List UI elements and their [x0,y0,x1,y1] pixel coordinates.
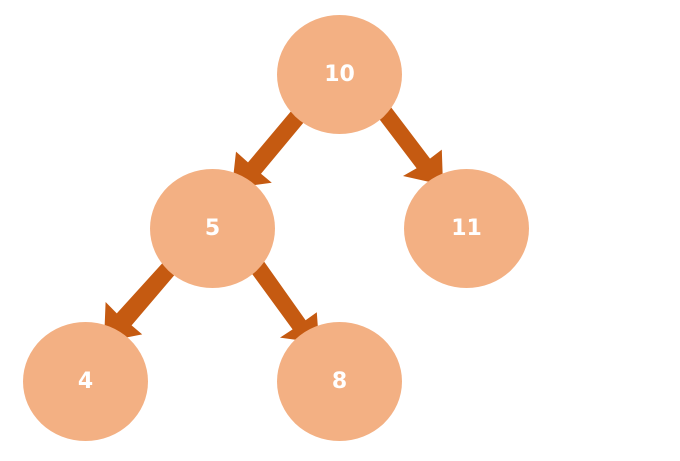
edge-5-to-4 [104,262,177,342]
node-label: 10 [324,62,355,87]
node-label: 5 [205,216,220,241]
edge-5-to-8 [249,259,319,343]
tree-node-4: 4 [23,322,148,441]
node-label: 8 [332,369,347,394]
node-circle [404,169,529,288]
node-circle [277,15,402,134]
node-circle [277,322,402,441]
tree-node-10: 10 [277,15,402,134]
tree-node-5: 5 [150,169,275,288]
node-circle [23,322,148,441]
nodes: 10 5 11 4 8 [23,15,529,441]
tree-node-8: 8 [277,322,402,441]
node-circle [150,169,275,288]
edge-10-to-5 [232,108,307,188]
edge-10-to-11 [375,103,443,185]
edges [104,103,443,343]
tree-node-11: 11 [404,169,529,288]
node-label: 4 [78,369,93,394]
node-label: 11 [451,216,482,241]
